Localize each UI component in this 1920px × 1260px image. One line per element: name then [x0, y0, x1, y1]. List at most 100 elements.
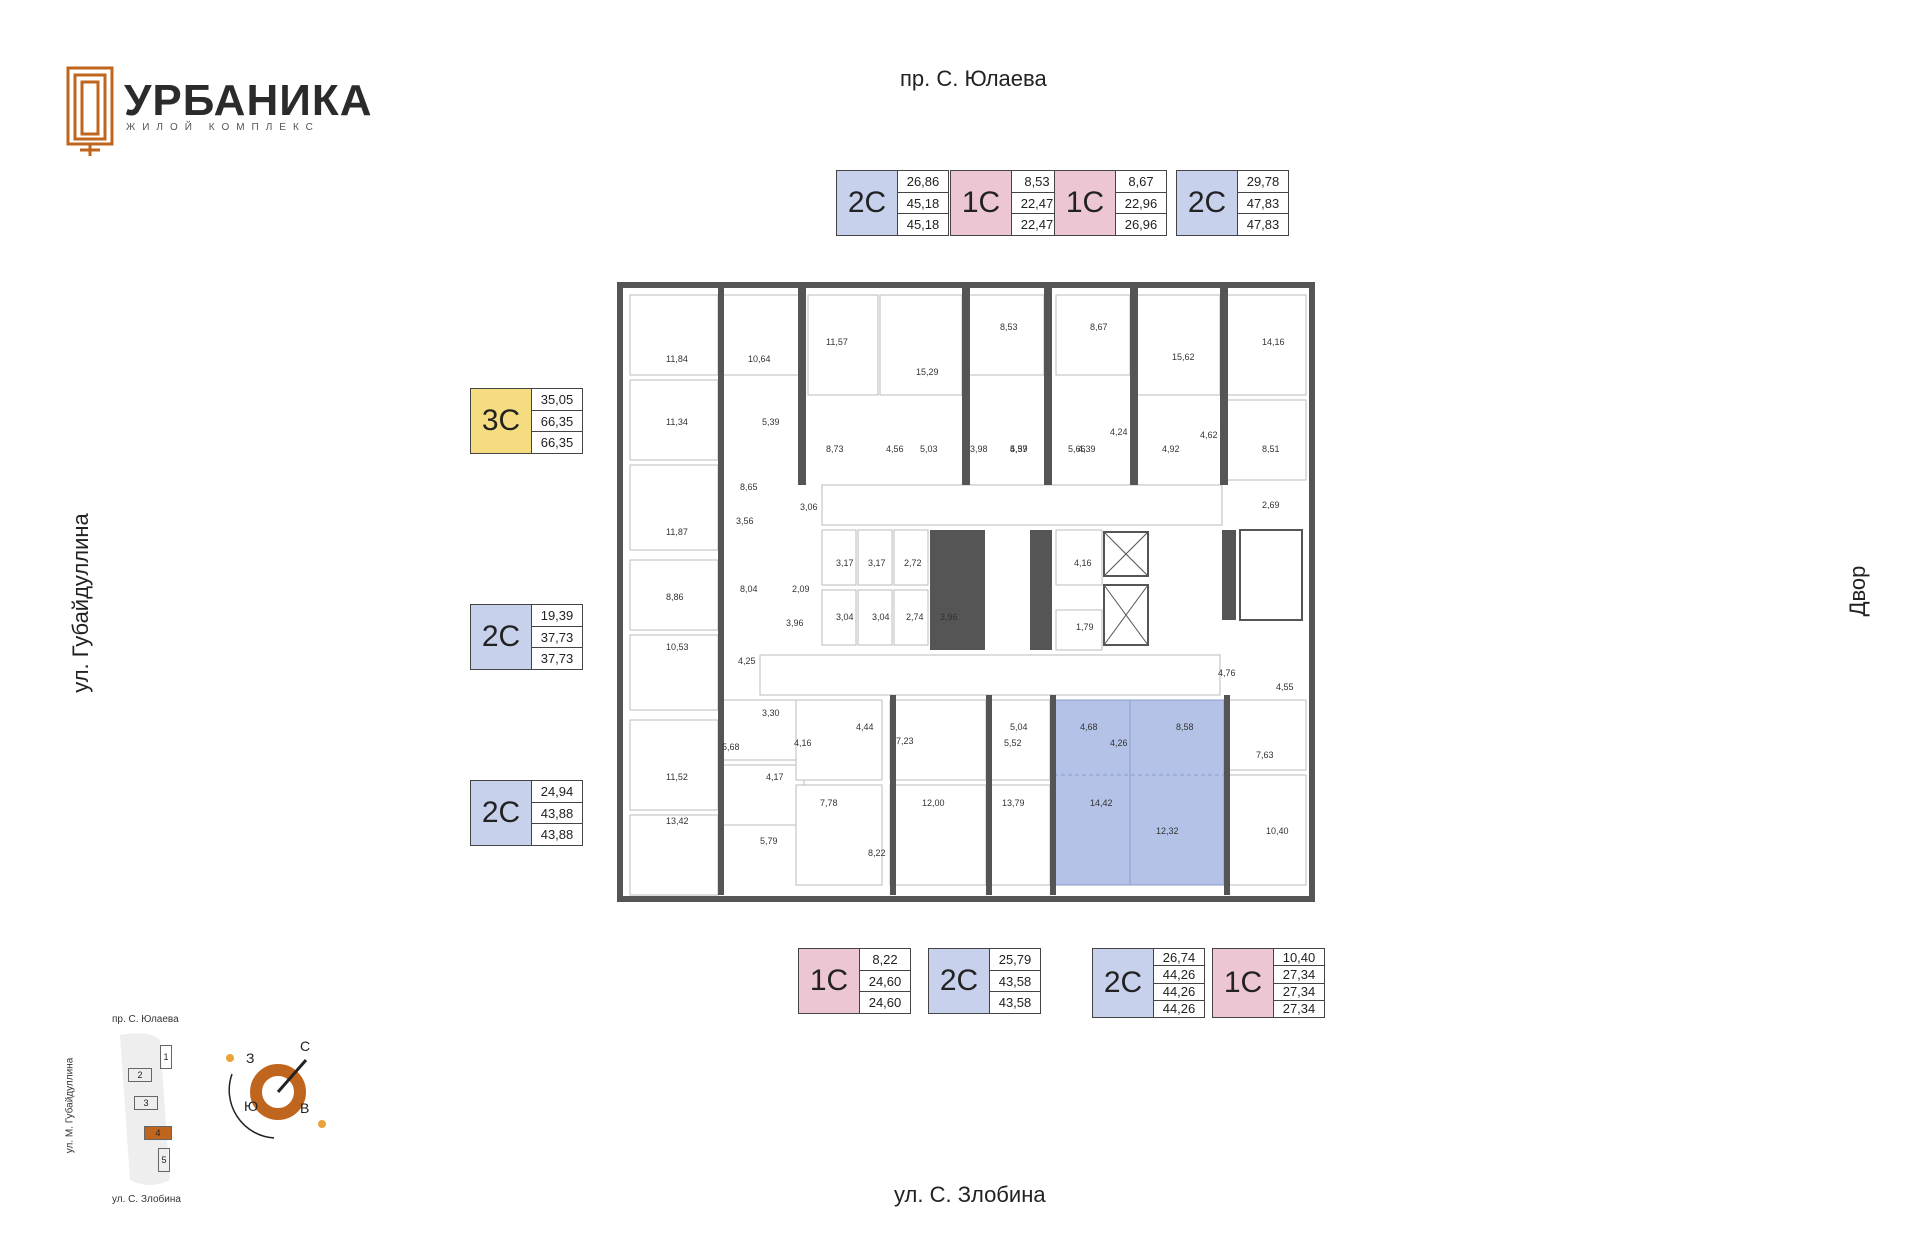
room-area-label: 4,76: [1218, 668, 1236, 678]
room-area-label: 5,03: [920, 444, 938, 454]
sun-icon: [318, 1120, 326, 1128]
room[interactable]: [629, 559, 719, 631]
room[interactable]: [1135, 294, 1221, 396]
room-area-label: 3,17: [836, 558, 854, 568]
room-area-label: 2,69: [1262, 500, 1280, 510]
storage-room[interactable]: [821, 529, 857, 586]
room[interactable]: [1055, 609, 1103, 651]
site-mini-map: [120, 1033, 170, 1185]
corridor: [821, 484, 1223, 526]
storage-room[interactable]: [821, 589, 857, 646]
room[interactable]: [1225, 399, 1307, 481]
room-area-label: 8,67: [1090, 322, 1108, 332]
room[interactable]: [629, 464, 719, 551]
living-area: 19,39: [532, 605, 582, 627]
room-area-label: 10,53: [666, 642, 689, 652]
living-area: 29,78: [1238, 171, 1288, 193]
room-area-label: 5,52: [1004, 738, 1022, 748]
room[interactable]: [795, 784, 883, 886]
room-area-label: 8,22: [868, 848, 886, 858]
room-area-label: 15,62: [1172, 352, 1195, 362]
room-area-label: 7,23: [896, 736, 914, 746]
room[interactable]: [889, 699, 987, 781]
room[interactable]: [721, 699, 805, 761]
room[interactable]: [629, 719, 719, 811]
room[interactable]: [1055, 294, 1131, 376]
total-area: 45,18: [898, 193, 948, 215]
room-area-label: 4,24: [1110, 427, 1128, 437]
room[interactable]: [721, 764, 805, 826]
room-area-label: 5,68: [722, 742, 740, 752]
room-area-label: 8,65: [740, 482, 758, 492]
price-area: 43,88: [540, 827, 574, 843]
selected-apartment[interactable]: [1053, 699, 1225, 886]
compass-needle: [276, 1059, 308, 1093]
minimap-section[interactable]: 2: [128, 1068, 152, 1082]
room[interactable]: [989, 784, 1051, 886]
room[interactable]: [989, 699, 1051, 781]
storage-room[interactable]: [893, 589, 929, 646]
apartment-type: 2С: [471, 605, 532, 669]
room[interactable]: [629, 814, 719, 896]
apartment-type: 2С: [837, 171, 898, 235]
minimap-section[interactable]: 3: [134, 1096, 158, 1110]
room-area-label: 8,04: [740, 584, 758, 594]
minimap-section[interactable]: 1: [160, 1045, 172, 1069]
living-area: 35,05: [532, 389, 582, 411]
room-area-label: 3,96: [786, 618, 804, 628]
total-area: 22,96: [1116, 193, 1166, 215]
room-area-label: 1,79: [1076, 622, 1094, 632]
room[interactable]: [721, 294, 801, 376]
room-area-label: 12,00: [922, 798, 945, 808]
compass-east: В: [300, 1100, 310, 1116]
room[interactable]: [1227, 699, 1307, 771]
total-area: 22,47: [1012, 193, 1062, 215]
room-area-label: 5,79: [760, 836, 778, 846]
apartment-type: 1С: [1213, 949, 1274, 1017]
room[interactable]: [629, 634, 719, 711]
living-area: 10,40: [1274, 949, 1324, 967]
wall: [1224, 695, 1230, 895]
sun-icon: [226, 1054, 234, 1062]
room[interactable]: [967, 294, 1045, 376]
room[interactable]: [629, 294, 719, 376]
room[interactable]: [889, 784, 987, 886]
apartment-type: 3С: [471, 389, 532, 453]
wall: [1130, 285, 1138, 485]
room[interactable]: [1225, 294, 1307, 396]
room-area-label: 4,92: [1162, 444, 1180, 454]
room[interactable]: [795, 699, 883, 781]
total-area: 43,88: [532, 803, 582, 825]
stairs: [1239, 529, 1303, 621]
storage-room[interactable]: [857, 529, 893, 586]
room-area-label: 4,39: [1010, 444, 1028, 454]
minimap-section-current[interactable]: 4: [144, 1126, 172, 1140]
storage-room[interactable]: [857, 589, 893, 646]
room-area-label: 15,29: [916, 367, 939, 377]
storage-room[interactable]: [893, 529, 929, 586]
room-area-label: 3,04: [836, 612, 854, 622]
minimap-section[interactable]: 5: [158, 1148, 170, 1172]
total-area: 27,34: [1274, 966, 1324, 984]
room[interactable]: [879, 294, 963, 396]
street-top: пр. С. Юлаева: [900, 66, 1047, 91]
room[interactable]: [1055, 529, 1103, 586]
apartment-type: 1С: [799, 949, 860, 1013]
living-area: 26,86: [898, 171, 948, 193]
room[interactable]: [807, 294, 879, 396]
living-area: 8,67: [1116, 171, 1166, 193]
room-area-label: 11,57: [826, 337, 848, 347]
living-area: 8,53: [1012, 171, 1062, 193]
